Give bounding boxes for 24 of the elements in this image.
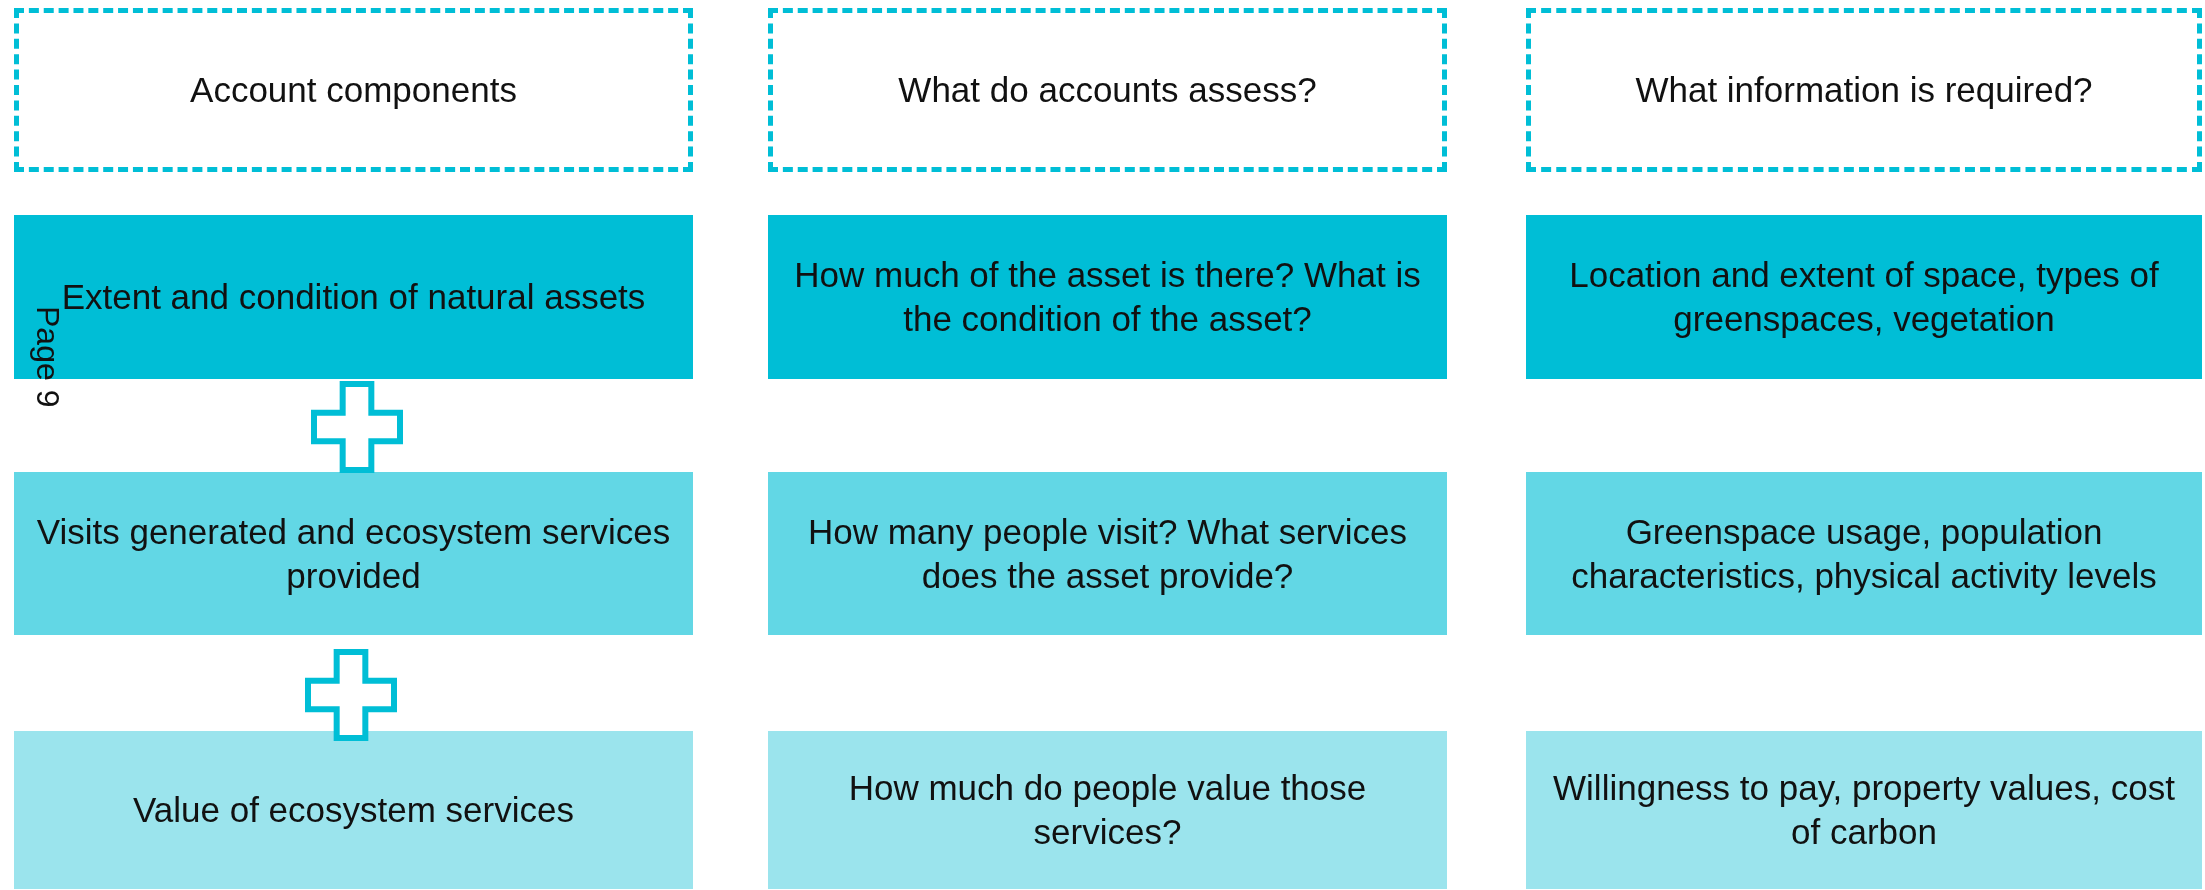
column-header (14, 8, 693, 172)
category-box (768, 472, 1447, 635)
category-box (1526, 472, 2202, 635)
box-text: Value of ecosystem services (133, 789, 574, 832)
box-text: What do accounts assess? (898, 69, 1317, 112)
category-box (1526, 731, 2202, 889)
column-header (768, 8, 1447, 172)
column-header (1526, 8, 2202, 172)
box-text: Location and extent of space, types of greenspaces, vegetation (1568, 254, 2160, 340)
category-box (1526, 215, 2202, 379)
box-text: What information is required? (1635, 69, 2093, 112)
category-box (768, 731, 1447, 889)
box-text: Willingness to pay, property values, cost of carbon (1552, 767, 2176, 853)
category-box (14, 215, 693, 379)
box-text: Account components (190, 69, 517, 112)
box-text: How much of the asset is there? What is the condition of the asset? (793, 254, 1422, 340)
box-text: How many people visit? What services does the asset provide? (806, 510, 1409, 597)
box-text: Greenspace usage, population characteristics, physical activity levels (1570, 510, 2158, 597)
category-box (768, 215, 1447, 379)
box-text: Visits generated and ecosystem services provided (35, 510, 672, 597)
category-box (14, 731, 693, 889)
box-text: How much do people value those services? (847, 767, 1368, 853)
category-box (14, 472, 693, 635)
box-text: Extent and condition of natural assets (61, 276, 646, 319)
